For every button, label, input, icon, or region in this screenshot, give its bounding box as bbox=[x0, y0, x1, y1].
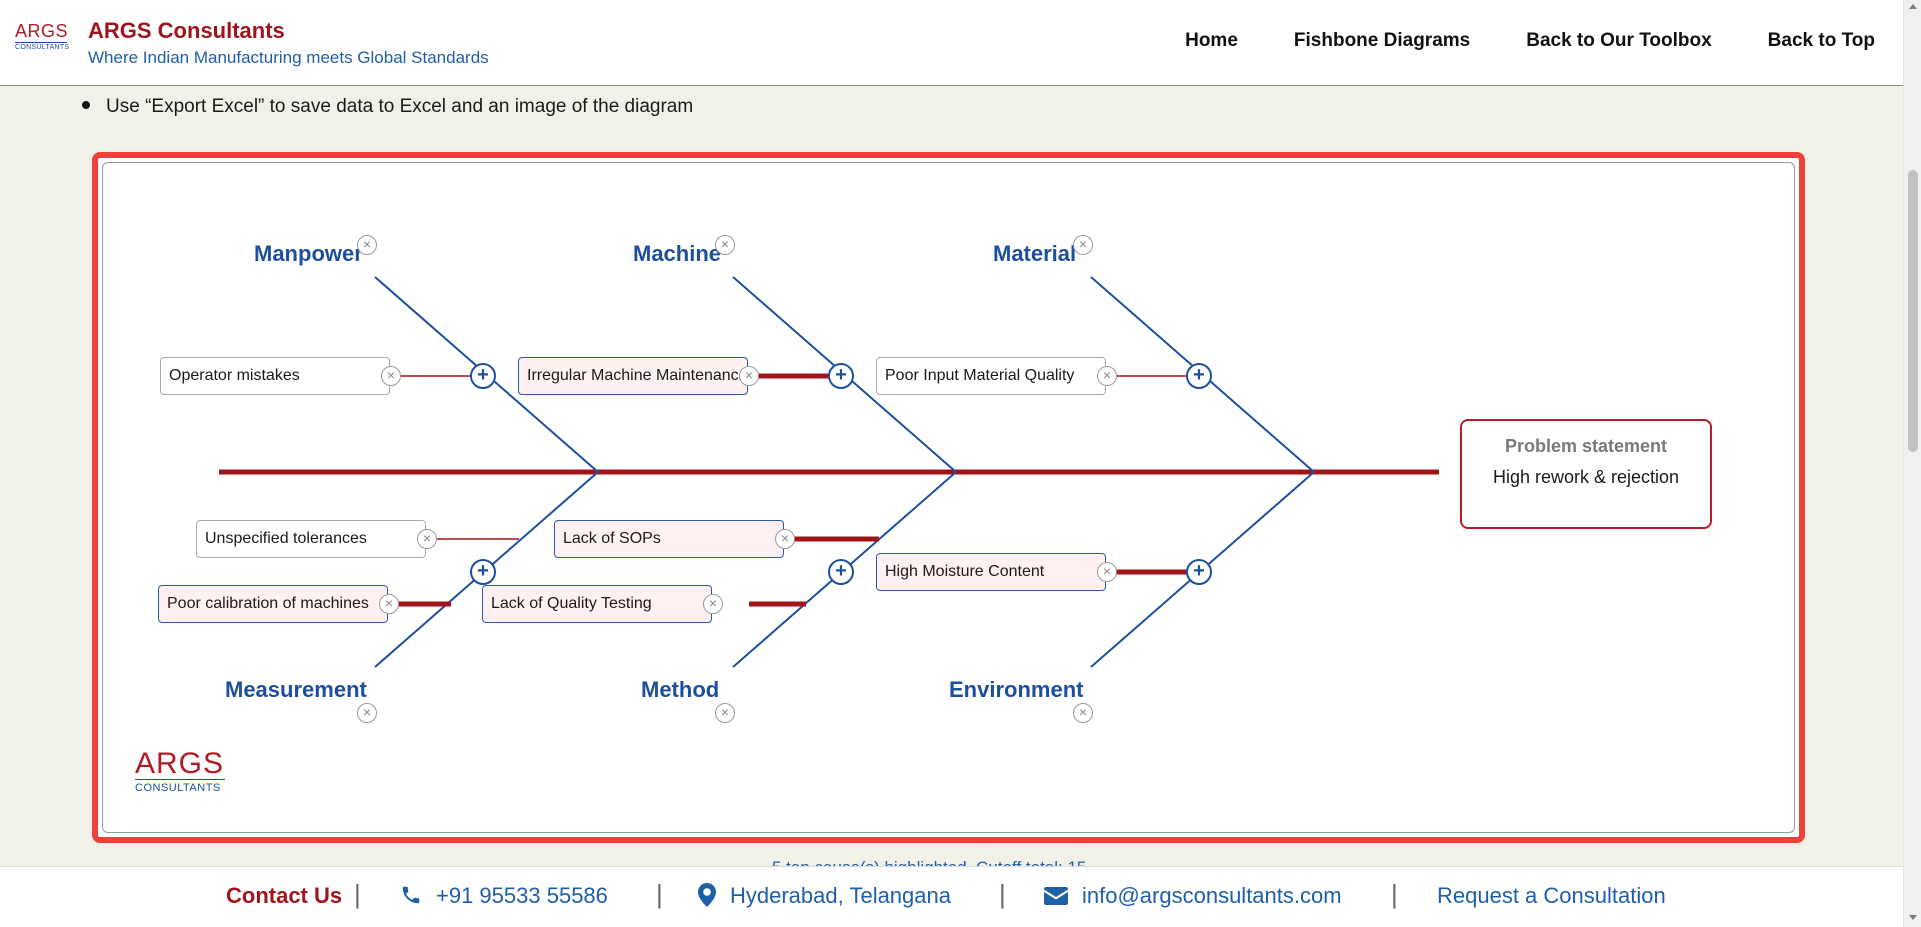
fishbone-diagram-canvas: Manpower Machine Material Measurement Me… bbox=[102, 162, 1795, 833]
problem-statement-title: Problem statement bbox=[1504, 436, 1668, 456]
cause-irregular-maintenance[interactable]: Irregular Machine Maintenance bbox=[518, 357, 748, 395]
cause-high-moisture[interactable]: High Moisture Content bbox=[876, 553, 1106, 591]
cause-operator-mistakes[interactable]: Operator mistakes bbox=[160, 357, 390, 395]
map-pin-icon bbox=[698, 883, 716, 907]
footer-location[interactable]: Hyderabad, Telangana bbox=[698, 883, 951, 909]
location-text: Hyderabad, Telangana bbox=[730, 883, 951, 908]
brand-name[interactable]: ARGS Consultants bbox=[88, 18, 285, 43]
instruction-text: Use “Export Excel” to save data to Excel… bbox=[106, 96, 694, 117]
category-material[interactable]: Material bbox=[993, 241, 1077, 266]
remove-category-manpower-icon[interactable]: × bbox=[357, 235, 377, 255]
remove-category-measurement-icon[interactable]: × bbox=[357, 703, 377, 723]
add-cause-measurement-icon[interactable]: + bbox=[470, 559, 496, 585]
phone-text: +91 95533 55586 bbox=[436, 883, 608, 908]
remove-cause-high-moisture-icon[interactable]: × bbox=[1097, 562, 1117, 582]
add-cause-machine-icon[interactable]: + bbox=[828, 363, 854, 389]
remove-category-material-icon[interactable]: × bbox=[1073, 235, 1093, 255]
email-text: info@argsconsultants.com bbox=[1082, 883, 1342, 908]
category-method[interactable]: Method bbox=[641, 677, 720, 702]
footer-phone[interactable]: +91 95533 55586 bbox=[400, 883, 608, 909]
remove-cause-lack-quality-testing-icon[interactable]: × bbox=[703, 594, 723, 614]
footer-separator: | bbox=[999, 879, 1006, 909]
cause-unspecified-tolerances[interactable]: Unspecified tolerances bbox=[196, 520, 426, 558]
cause-lack-sops[interactable]: Lack of SOPs bbox=[554, 520, 784, 558]
category-machine[interactable]: Machine bbox=[633, 241, 722, 266]
remove-category-environment-icon[interactable]: × bbox=[1073, 703, 1093, 723]
nav-home[interactable]: Home bbox=[1185, 30, 1238, 51]
remove-cause-operator-mistakes-icon[interactable]: × bbox=[381, 366, 401, 386]
nav-fishbone-diagrams[interactable]: Fishbone Diagrams bbox=[1293, 30, 1471, 51]
nav-back-to-top[interactable]: Back to Top bbox=[1767, 30, 1875, 51]
request-consultation-link[interactable]: Request a Consultation bbox=[1437, 883, 1666, 908]
phone-icon bbox=[402, 886, 420, 904]
diagram-logo-main: ARGS bbox=[135, 747, 225, 780]
footer-email[interactable]: info@argsconsultants.com bbox=[1044, 883, 1342, 909]
category-measurement[interactable]: Measurement bbox=[225, 677, 367, 702]
problem-statement-box[interactable]: Problem statement High rework & rejectio… bbox=[1460, 419, 1712, 529]
add-cause-environment-icon[interactable]: + bbox=[1186, 559, 1212, 585]
nav-back-to-toolbox[interactable]: Back to Our Toolbox bbox=[1526, 30, 1712, 51]
instruction-bullet: Use “Export Excel” to save data to Excel… bbox=[82, 96, 693, 118]
add-cause-manpower-icon[interactable]: + bbox=[470, 363, 496, 389]
cause-poor-calibration[interactable]: Poor calibration of machines bbox=[158, 585, 388, 623]
logo-sub-text: CONSULTANTS bbox=[15, 42, 70, 51]
add-cause-material-icon[interactable]: + bbox=[1186, 363, 1212, 389]
diagram-logo: ARGS CONSULTANTS bbox=[135, 749, 225, 794]
problem-statement-value: High rework & rejection bbox=[1492, 467, 1680, 487]
footer-separator: | bbox=[354, 879, 361, 909]
header-logo[interactable]: ARGS CONSULTANTS bbox=[15, 21, 70, 52]
scroll-down-arrow-icon[interactable] bbox=[1909, 915, 1917, 920]
remove-cause-poor-calibration-icon[interactable]: × bbox=[379, 594, 399, 614]
contact-footer: Contact Us | +91 95533 55586 | Hyderabad… bbox=[0, 866, 1903, 927]
cause-lack-quality-testing[interactable]: Lack of Quality Testing bbox=[482, 585, 712, 623]
add-cause-method-icon[interactable]: + bbox=[828, 559, 854, 585]
page-scrollbar[interactable] bbox=[1903, 0, 1921, 927]
brand-tagline: Where Indian Manufacturing meets Global … bbox=[88, 48, 489, 67]
remove-category-method-icon[interactable]: × bbox=[715, 703, 735, 723]
remove-cause-lack-sops-icon[interactable]: × bbox=[775, 529, 795, 549]
bullet-dot bbox=[82, 100, 90, 109]
remove-category-machine-icon[interactable]: × bbox=[715, 235, 735, 255]
diagram-logo-sub: CONSULTANTS bbox=[135, 779, 225, 794]
fishbone-diagram-frame: Manpower Machine Material Measurement Me… bbox=[92, 152, 1805, 843]
cause-poor-input-material[interactable]: Poor Input Material Quality bbox=[876, 357, 1106, 395]
category-environment[interactable]: Environment bbox=[949, 677, 1084, 702]
contact-us-label: Contact Us bbox=[226, 883, 343, 908]
envelope-icon bbox=[1044, 887, 1068, 905]
remove-cause-irregular-maintenance-icon[interactable]: × bbox=[739, 366, 759, 386]
remove-cause-poor-input-material-icon[interactable]: × bbox=[1097, 366, 1117, 386]
main-nav: Home Fishbone Diagrams Back to Our Toolb… bbox=[1129, 30, 1875, 52]
site-header: ARGS CONSULTANTS ARGS Consultants Where … bbox=[0, 0, 1903, 86]
category-manpower[interactable]: Manpower bbox=[254, 241, 363, 266]
logo-main-text: ARGS bbox=[15, 21, 69, 41]
scrollbar-thumb[interactable] bbox=[1908, 170, 1918, 452]
footer-separator: | bbox=[1391, 879, 1398, 909]
footer-separator: | bbox=[656, 879, 663, 909]
scroll-up-arrow-icon[interactable] bbox=[1909, 4, 1917, 9]
remove-cause-unspecified-tolerances-icon[interactable]: × bbox=[417, 529, 437, 549]
